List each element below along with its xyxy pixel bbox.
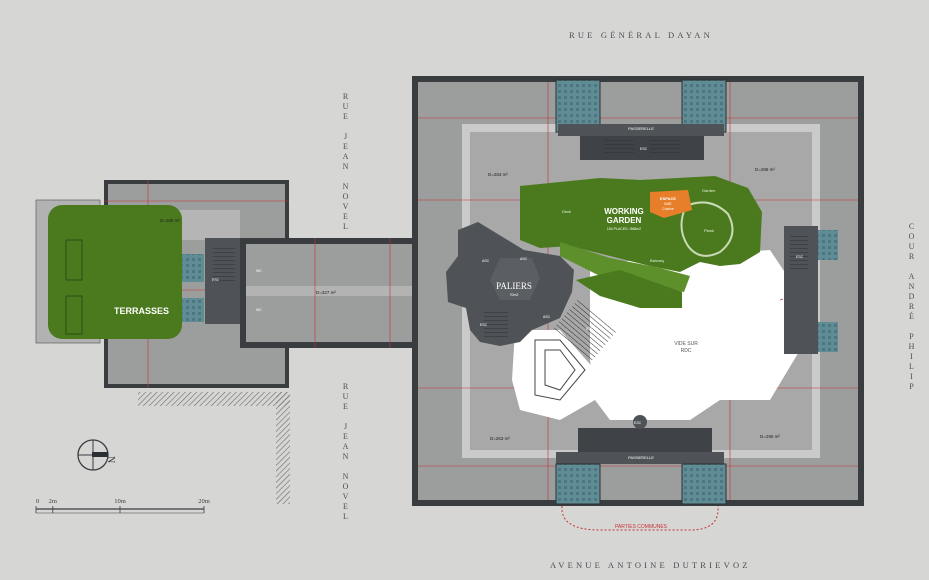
void-sub: RDC (681, 348, 692, 354)
street-south: AVENUE ANTOINE DUTRIEVOZ (550, 560, 751, 570)
bottom-core (555, 415, 727, 531)
area-nw: D=263 m² (488, 172, 508, 177)
scale-tick-label: 2m (49, 498, 57, 505)
asc-label-2: ASC (520, 257, 528, 261)
paliers-label: PALIERS (496, 281, 532, 291)
area-ne: D=288 m² (755, 167, 775, 172)
espace-sub2: Cuisine (662, 207, 674, 211)
top-core (555, 79, 727, 160)
street-north: RUE GÉNÉRAL DAYAN (569, 30, 713, 40)
plank-label: Plank (704, 228, 714, 233)
working-garden-label-2: GARDEN (607, 216, 642, 225)
garden-small-label: Garden (702, 188, 715, 193)
espace-label: ESPACE (660, 196, 676, 201)
compass-letter: N (105, 456, 116, 463)
terrasses-label: TERRASSES (114, 306, 169, 316)
street-west-top: RUE JEAN NOVEL (341, 92, 350, 232)
wc-label-1: WC (256, 269, 262, 273)
street-corner-hatch (138, 392, 290, 504)
area-left-block: D=189 m² (160, 218, 180, 223)
central-core (446, 222, 618, 362)
compass-icon (77, 439, 109, 471)
working-garden-label-1: WORKING (604, 207, 644, 216)
parties-communes-label: PARTIES COMMUNES (615, 524, 668, 530)
area-se: D=296 m² (760, 434, 780, 439)
stair-label-5: ESC (634, 421, 642, 425)
stair-label-1: ESC (212, 278, 220, 282)
asc-label-3: ASC (543, 315, 551, 319)
scale-bar: 0 2m 10m 20m (35, 498, 210, 514)
street-west-bottom: RUE JEAN NOVEL (341, 382, 350, 522)
area-corridor: D=327 m² (316, 290, 336, 295)
wc-label-2: WC (256, 308, 262, 312)
passerelle-top-label: PASSERELLE (628, 126, 654, 131)
asc-label-1: ASC (482, 259, 490, 263)
scale-tick-label: 0 (36, 498, 39, 505)
balcony-label: Balcony (650, 258, 664, 263)
scale-tick-label: 10m (114, 498, 126, 505)
area-sw: D=263 m² (490, 436, 510, 441)
scale-tick-label: 20m (198, 498, 210, 505)
stair-label-6: ESC (640, 147, 648, 151)
espace-sub: BAR (664, 202, 672, 206)
terrasses-garden (35, 199, 182, 344)
stair-label-4: ESC (796, 255, 804, 259)
void-label: VIDE SUR (674, 341, 698, 347)
stair-label-2: ESC (480, 323, 488, 327)
street-east: COUR ANDRÉ PHILIP (907, 222, 916, 392)
paliers-sub: 70m2 (510, 293, 519, 297)
passerelle-bottom-label: PASSERELLE (628, 455, 654, 460)
working-garden (520, 176, 762, 308)
east-core (784, 226, 838, 354)
stair-label-3: ESC (586, 327, 594, 331)
deck-label: Deck (562, 209, 571, 214)
working-garden-sub: 154 PLACES / 868m2 (607, 227, 641, 231)
